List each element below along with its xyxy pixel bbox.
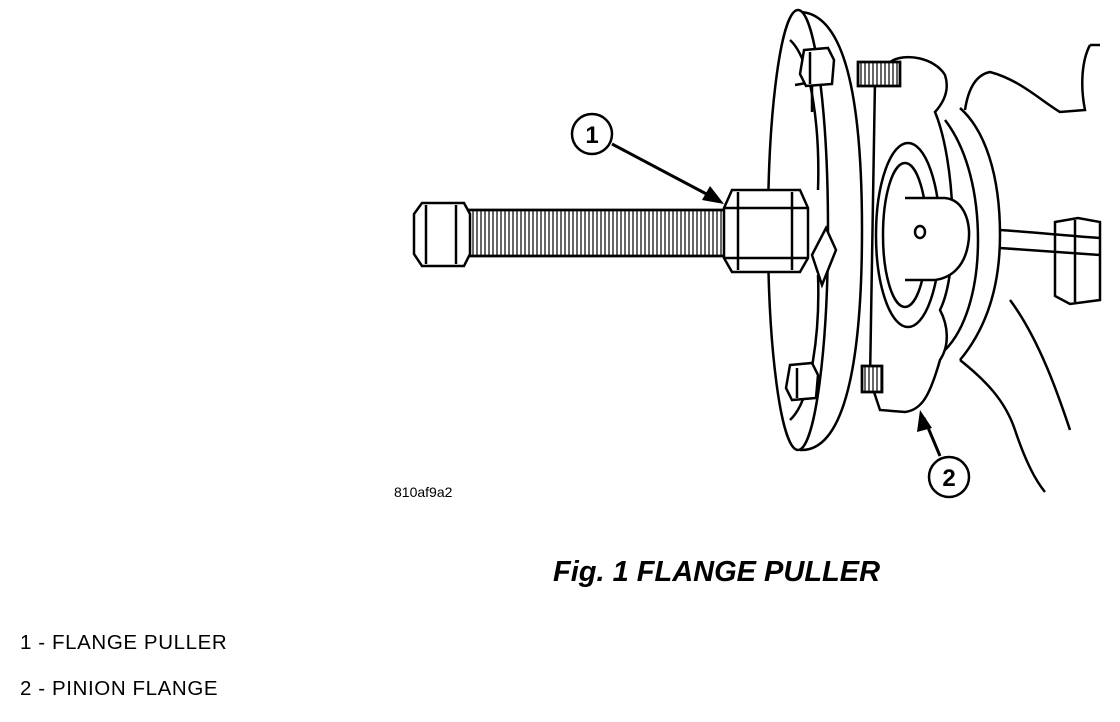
figure-reference-code: 810af9a2 xyxy=(394,484,453,500)
callout-2: 2 xyxy=(917,410,971,499)
puller-nut xyxy=(722,188,810,274)
legend-item-pinion-flange: 2 - PINION FLANGE xyxy=(20,677,219,700)
axle-housing xyxy=(944,43,1102,493)
flange-puller-illustration: 1 2 xyxy=(412,8,1102,499)
puller-studs xyxy=(856,60,902,394)
forcing-screw xyxy=(412,201,730,268)
figure-legend: 1 - FLANGE PULLER 2 - PINION FLANGE xyxy=(20,630,227,722)
callout-2-number: 2 xyxy=(942,465,955,492)
legend-item-flange-puller: 1 - FLANGE PULLER xyxy=(20,631,228,654)
figure-caption: Fig. 1 FLANGE PULLER xyxy=(553,556,881,588)
callout-1: 1 xyxy=(570,112,724,204)
pinion-flange xyxy=(868,55,971,414)
callout-1-number: 1 xyxy=(585,122,598,149)
